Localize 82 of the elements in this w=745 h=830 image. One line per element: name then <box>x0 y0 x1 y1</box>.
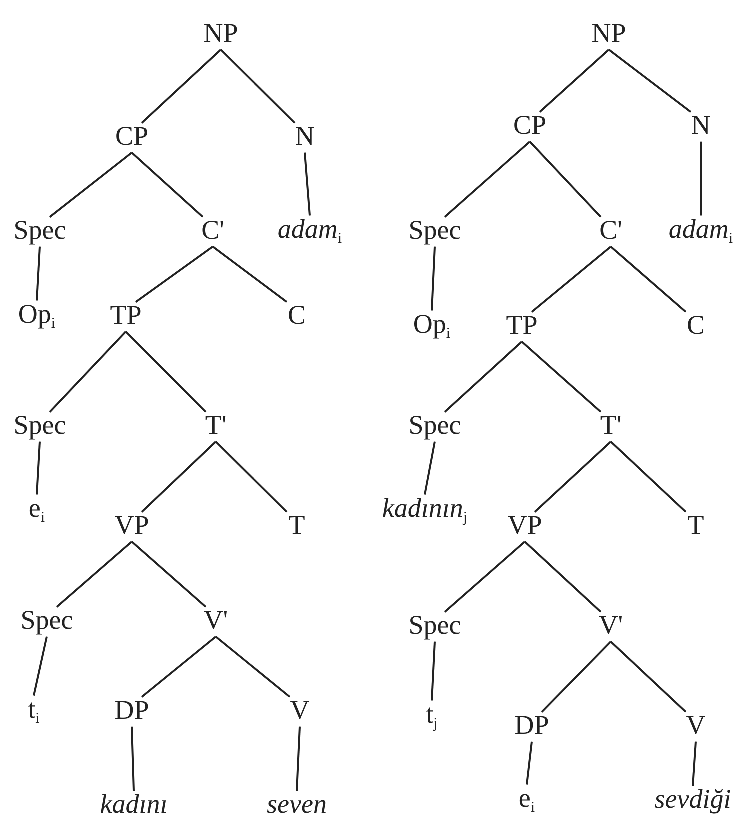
tree-branch <box>220 49 296 124</box>
tree-branch <box>36 246 41 301</box>
category-label: Spec <box>20 606 74 636</box>
tree-branch <box>131 541 207 608</box>
tree-branch <box>539 49 610 113</box>
category-label: NP <box>204 19 238 49</box>
tree-branch <box>692 742 697 786</box>
tree-branch <box>125 331 207 413</box>
category-label: C' <box>202 216 224 246</box>
tree-branch <box>304 152 311 216</box>
category-label: NP <box>592 19 626 49</box>
category-label: T <box>288 511 306 541</box>
category-label: C' <box>600 216 622 246</box>
leaf-word: sevdiği <box>654 785 732 815</box>
category-label: C <box>288 301 306 331</box>
category-label: Spec <box>14 411 66 441</box>
tree-branch <box>424 442 436 495</box>
tree-branch <box>431 642 436 701</box>
category-label: V' <box>204 606 228 636</box>
tree-branch <box>33 636 48 696</box>
leaf-word: seven <box>267 790 327 820</box>
tree-branch <box>49 152 133 218</box>
category-label: V <box>290 696 310 726</box>
category-label: V <box>686 711 706 741</box>
tree-branch <box>526 742 533 785</box>
category-label: DP <box>514 711 550 741</box>
tree-branch <box>524 541 602 613</box>
tree-branch <box>215 441 288 513</box>
tree-branch <box>212 246 288 303</box>
leaf-word: e$_{i}$ <box>518 784 536 816</box>
tree-branch <box>296 726 301 792</box>
category-label: C <box>687 311 705 341</box>
tree-branch <box>36 442 41 495</box>
category-label: VP <box>508 511 542 541</box>
category-label: N <box>295 122 315 152</box>
leaf-word: Op$_{i}$ <box>18 300 56 332</box>
tree-branch <box>131 152 204 218</box>
tree-branch <box>541 641 612 713</box>
tree-branch <box>610 641 687 713</box>
tree-branch <box>141 636 217 698</box>
leaf-word: Op$_{i}$ <box>413 310 451 342</box>
category-label: T <box>688 511 704 541</box>
category-label: CP <box>115 122 149 152</box>
tree-branch <box>215 636 291 698</box>
leaf-word: t$_{j}$ <box>426 700 438 732</box>
leaf-word: adam$_{i}$ <box>278 214 342 248</box>
category-label: N <box>691 111 711 141</box>
tree-branch <box>56 541 133 608</box>
tree-branch <box>431 246 436 311</box>
tree-branch <box>135 246 214 303</box>
tree-branch <box>610 246 687 313</box>
tree-branch <box>141 49 222 124</box>
category-label: V' <box>598 611 624 641</box>
tree-branch <box>141 441 217 513</box>
category-label: DP <box>114 696 150 726</box>
tree-branch <box>131 726 135 792</box>
tree-branch <box>444 141 531 218</box>
tree-branch <box>531 246 612 313</box>
category-label: Spec <box>408 411 462 441</box>
category-label: VP <box>114 511 150 541</box>
tree-branch <box>610 441 687 513</box>
tree-branch <box>529 141 602 218</box>
tree-branch <box>521 341 602 413</box>
category-label: TP <box>110 301 142 331</box>
category-label: TP <box>506 311 538 341</box>
leaf-word: kadının$_{j}$ <box>382 494 468 526</box>
tree-branch <box>444 341 523 413</box>
category-label: Spec <box>14 216 66 246</box>
leaf-word: kadını <box>100 790 168 820</box>
category-label: Spec <box>408 611 462 641</box>
category-label: Spec <box>408 216 462 246</box>
tree-branch <box>534 441 612 513</box>
category-label: T' <box>600 411 622 441</box>
tree-branch <box>49 331 127 413</box>
leaf-word: adam$_{i}$ <box>668 214 734 248</box>
tree-branch <box>700 142 702 216</box>
leaf-word: e$_{i}$ <box>28 494 46 526</box>
leaf-word: t$_{i}$ <box>28 694 40 728</box>
category-label: T' <box>205 411 227 441</box>
tree-branch <box>444 541 526 613</box>
tree-branch <box>608 49 692 113</box>
category-label: CP <box>513 111 547 141</box>
